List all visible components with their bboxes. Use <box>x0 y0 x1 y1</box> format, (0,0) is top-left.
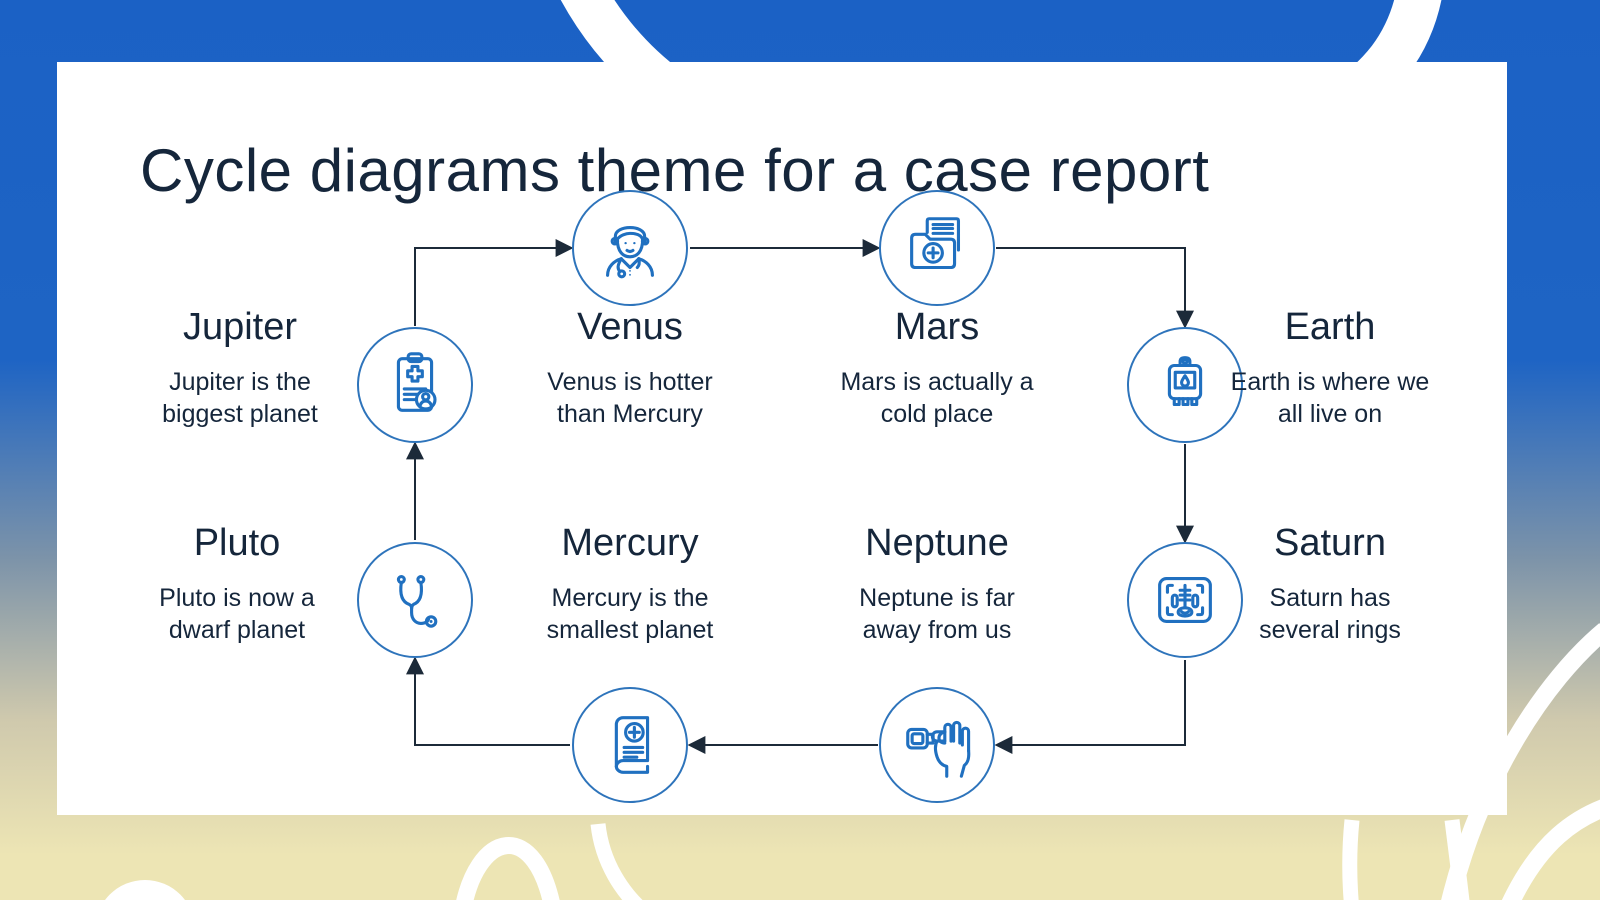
node-description-jupiter: Jupiter is the biggest planet <box>162 367 318 428</box>
node-neptune: Neptune Neptune is far away from us <box>837 522 1037 646</box>
slide-title: Cycle diagrams theme for a case report <box>140 137 1210 205</box>
node-title-pluto: Pluto <box>193 522 281 564</box>
node-description-earth: Earth is where we all live on <box>1230 367 1430 428</box>
node-description-venus: Venus is hotter than Mercury <box>547 367 713 428</box>
node-icon-circle-venus <box>572 190 688 306</box>
blood-bag-icon <box>1167 356 1203 407</box>
bottom-arc-curve <box>456 837 560 900</box>
node-description-mercury: Mercury is the smallest planet <box>546 583 714 644</box>
medical-book-icon <box>614 716 650 774</box>
node-description-mars: Mars is actually a cold place <box>840 367 1034 428</box>
node-icon-circle-neptune <box>879 687 995 803</box>
node-title-venus: Venus <box>577 306 683 348</box>
node-description-saturn: Saturn has several rings <box>1259 583 1401 644</box>
node-pluto: Pluto Pluto is now a dwarf planet <box>137 522 337 646</box>
node-mars: Mars Mars is actually a cold place <box>837 306 1037 430</box>
node-icon-circle-pluto <box>357 542 473 658</box>
node-description-pluto: Pluto is now a dwarf planet <box>159 583 315 644</box>
slide-card <box>57 62 1507 815</box>
node-description-neptune: Neptune is far away from us <box>859 583 1015 644</box>
node-title-jupiter: Jupiter <box>182 306 298 348</box>
node-title-mercury: Mercury <box>561 522 699 564</box>
xray-icon <box>1158 576 1212 624</box>
node-mercury: Mercury Mercury is the smallest planet <box>530 522 730 646</box>
node-title-earth: Earth <box>1284 306 1376 348</box>
node-title-neptune: Neptune <box>865 522 1009 564</box>
node-saturn: Saturn Saturn has several rings <box>1230 522 1430 646</box>
arrow-mercury-to-pluto <box>406 656 570 746</box>
clipboard-patient-icon <box>396 352 437 412</box>
stethoscope-icon <box>396 575 438 628</box>
arrow-saturn-to-neptune <box>994 660 1186 754</box>
doctor-icon <box>606 225 654 279</box>
bottom-line-curve <box>590 823 643 900</box>
node-title-mars: Mars <box>894 306 980 348</box>
node-icon-circle-mercury <box>572 687 688 803</box>
arrow-mars-to-earth <box>996 247 1194 329</box>
node-earth: Earth Earth is where we all live on <box>1230 306 1430 430</box>
node-icon-circle-jupiter <box>357 327 473 443</box>
node-venus: Venus Venus is hotter than Mercury <box>530 306 730 430</box>
bottom-right-line-1 <box>1342 819 1360 900</box>
node-icon-circle-earth <box>1127 327 1243 443</box>
corner-curve-1 <box>1441 623 1600 900</box>
node-icon-circle-mars <box>879 190 995 306</box>
medical-folder-icon <box>910 217 961 270</box>
node-title-saturn: Saturn <box>1274 522 1386 564</box>
corner-curve-2 <box>1501 799 1600 900</box>
node-icon-circle-saturn <box>1127 542 1243 658</box>
node-jupiter: Jupiter Jupiter is the biggest planet <box>140 306 340 430</box>
glucose-meter-icon <box>906 720 971 778</box>
arrow-jupiter-to-venus <box>414 239 574 326</box>
bottom-left-blob <box>105 880 185 900</box>
